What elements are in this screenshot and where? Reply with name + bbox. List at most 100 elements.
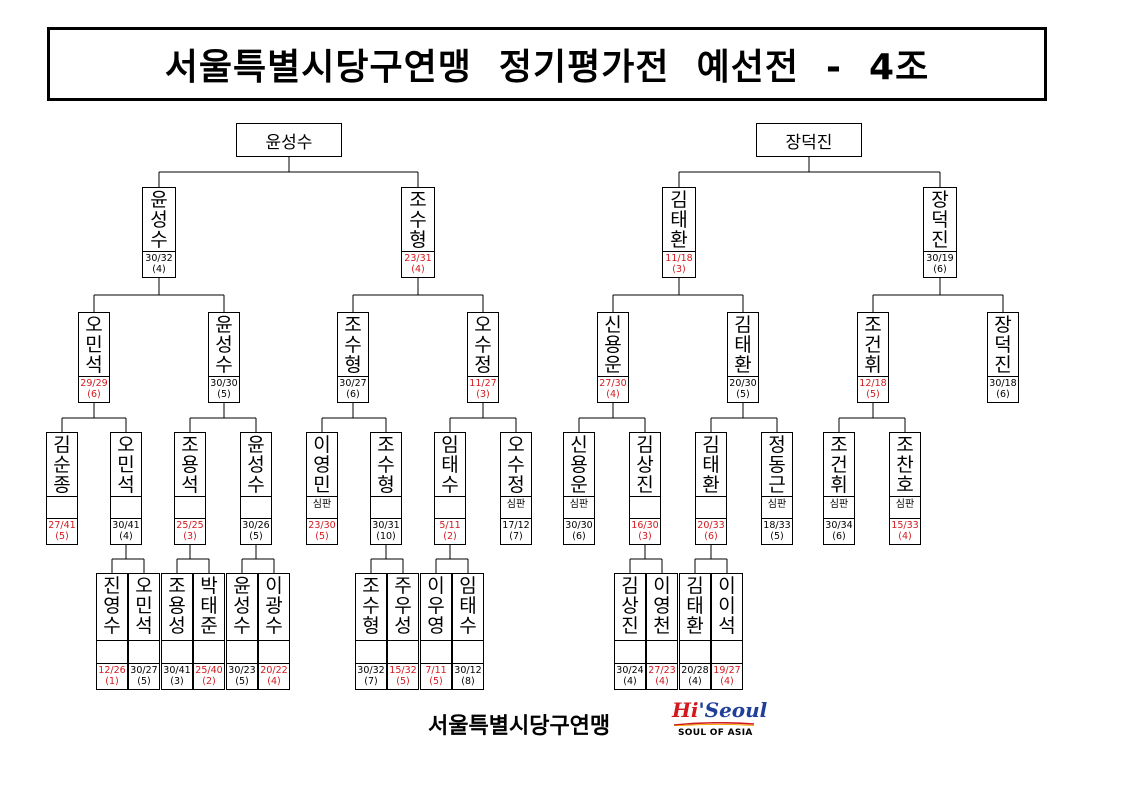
player-score: 20/28(4) [680, 663, 710, 689]
referee-label [111, 496, 141, 514]
score-rank: (2) [202, 675, 216, 687]
score-value: 25/25 [176, 520, 204, 531]
score-rank: (6) [832, 530, 846, 542]
score-value: 29/29 [80, 378, 108, 389]
player-score: 12/26(1) [97, 663, 127, 689]
player-score: 27/23(4) [647, 663, 677, 689]
score-value: 19/27 [713, 665, 741, 676]
referee-label: 심판 [564, 496, 594, 514]
blank-cell [647, 640, 677, 660]
score-value: 20/30 [729, 378, 757, 389]
score-rank: (4) [688, 675, 702, 687]
score-rank: (4) [898, 530, 912, 542]
blank-cell [615, 640, 645, 660]
score-value: 20/22 [260, 665, 288, 676]
score-value: 30/18 [989, 378, 1017, 389]
player-score: 30/32(4) [143, 251, 175, 277]
player-score: 30/41(3) [162, 663, 192, 689]
logo-hi: Hi [672, 698, 699, 722]
score-rank: (5) [770, 530, 784, 542]
score-rank: (5) [235, 675, 249, 687]
player-score: 15/32(5) [388, 663, 418, 689]
score-rank: (6) [704, 530, 718, 542]
score-rank: (7) [509, 530, 523, 542]
blank-cell [680, 640, 710, 660]
score-value: 30/26 [242, 520, 270, 531]
player-score: 30/27(6) [338, 376, 368, 402]
blank-cell [453, 640, 483, 660]
referee-label: 심판 [307, 496, 337, 514]
score-value: 30/41 [163, 665, 191, 676]
score-rank: (5) [315, 530, 329, 542]
player-score: 29/29(6) [79, 376, 109, 402]
score-rank: (5) [396, 675, 410, 687]
score-rank: (4) [152, 263, 166, 275]
player-score: 20/30(5) [728, 376, 758, 402]
score-value: 23/31 [404, 253, 432, 264]
player-score: 30/19(6) [924, 251, 956, 277]
score-value: 27/30 [599, 378, 627, 389]
score-rank: (3) [476, 388, 490, 400]
blank-cell [227, 640, 257, 660]
title-box: 서울특별시당구연맹 정기평가전 예선전 - 4조 [47, 27, 1047, 101]
player-score: 7/11(5) [421, 663, 451, 689]
score-rank: (6) [996, 388, 1010, 400]
score-value: 30/19 [926, 253, 954, 264]
score-rank: (5) [429, 675, 443, 687]
score-value: 30/31 [372, 520, 400, 531]
blank-cell [129, 640, 159, 660]
score-rank: (4) [411, 263, 425, 275]
score-rank: (4) [267, 675, 281, 687]
score-value: 27/41 [48, 520, 76, 531]
score-value: 25/40 [195, 665, 223, 676]
logo-main-text: Hi'Seoul [672, 698, 768, 722]
blank-cell [388, 640, 418, 660]
score-value: 12/26 [98, 665, 126, 676]
score-value: 27/23 [648, 665, 676, 676]
score-rank: (6) [87, 388, 101, 400]
referee-label [630, 496, 660, 514]
player-score: 19/27(4) [712, 663, 742, 689]
referee-label [47, 496, 77, 514]
player-score: 20/22(4) [259, 663, 289, 689]
player-score: 18/33(5) [762, 518, 792, 544]
score-value: 30/27 [130, 665, 158, 676]
